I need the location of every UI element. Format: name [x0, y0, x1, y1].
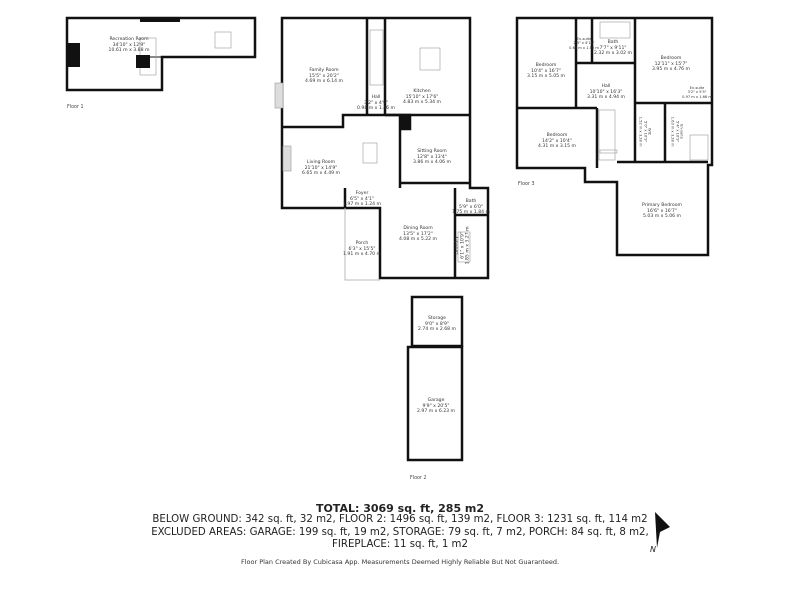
north-label: N [650, 545, 656, 554]
north-arrow-icon [655, 512, 670, 548]
excluded-areas-line-2: FIREPLACE: 11 sq. ft, 1 m2 [332, 539, 468, 550]
floor-2-fixtures [274, 29, 471, 263]
floor-2-outbuilding-walls [406, 295, 464, 462]
floor-1-details [68, 18, 232, 76]
floor-3-label: Floor 3 [518, 182, 535, 187]
floor-3-walls [515, 16, 714, 257]
floor-2-label: Floor 2 [410, 476, 427, 481]
floor-1-label: Floor 1 [67, 105, 84, 110]
credit-text: Floor Plan Created By Cubicasa App. Meas… [240, 558, 560, 566]
floor-3-fixtures [598, 21, 709, 161]
excluded-areas-line: EXCLUDED AREAS: GARAGE: 199 sq. ft, 19 m… [151, 527, 649, 538]
floor-1-walls [65, 16, 257, 92]
floor-2-porch [344, 208, 380, 281]
floor-areas-line: BELOW GROUND: 342 sq. ft, 32 m2, FLOOR 2… [152, 514, 648, 525]
floor-2-walls [280, 16, 490, 280]
total-area: TOTAL: 3069 sq. ft, 285 m2 [315, 502, 485, 515]
